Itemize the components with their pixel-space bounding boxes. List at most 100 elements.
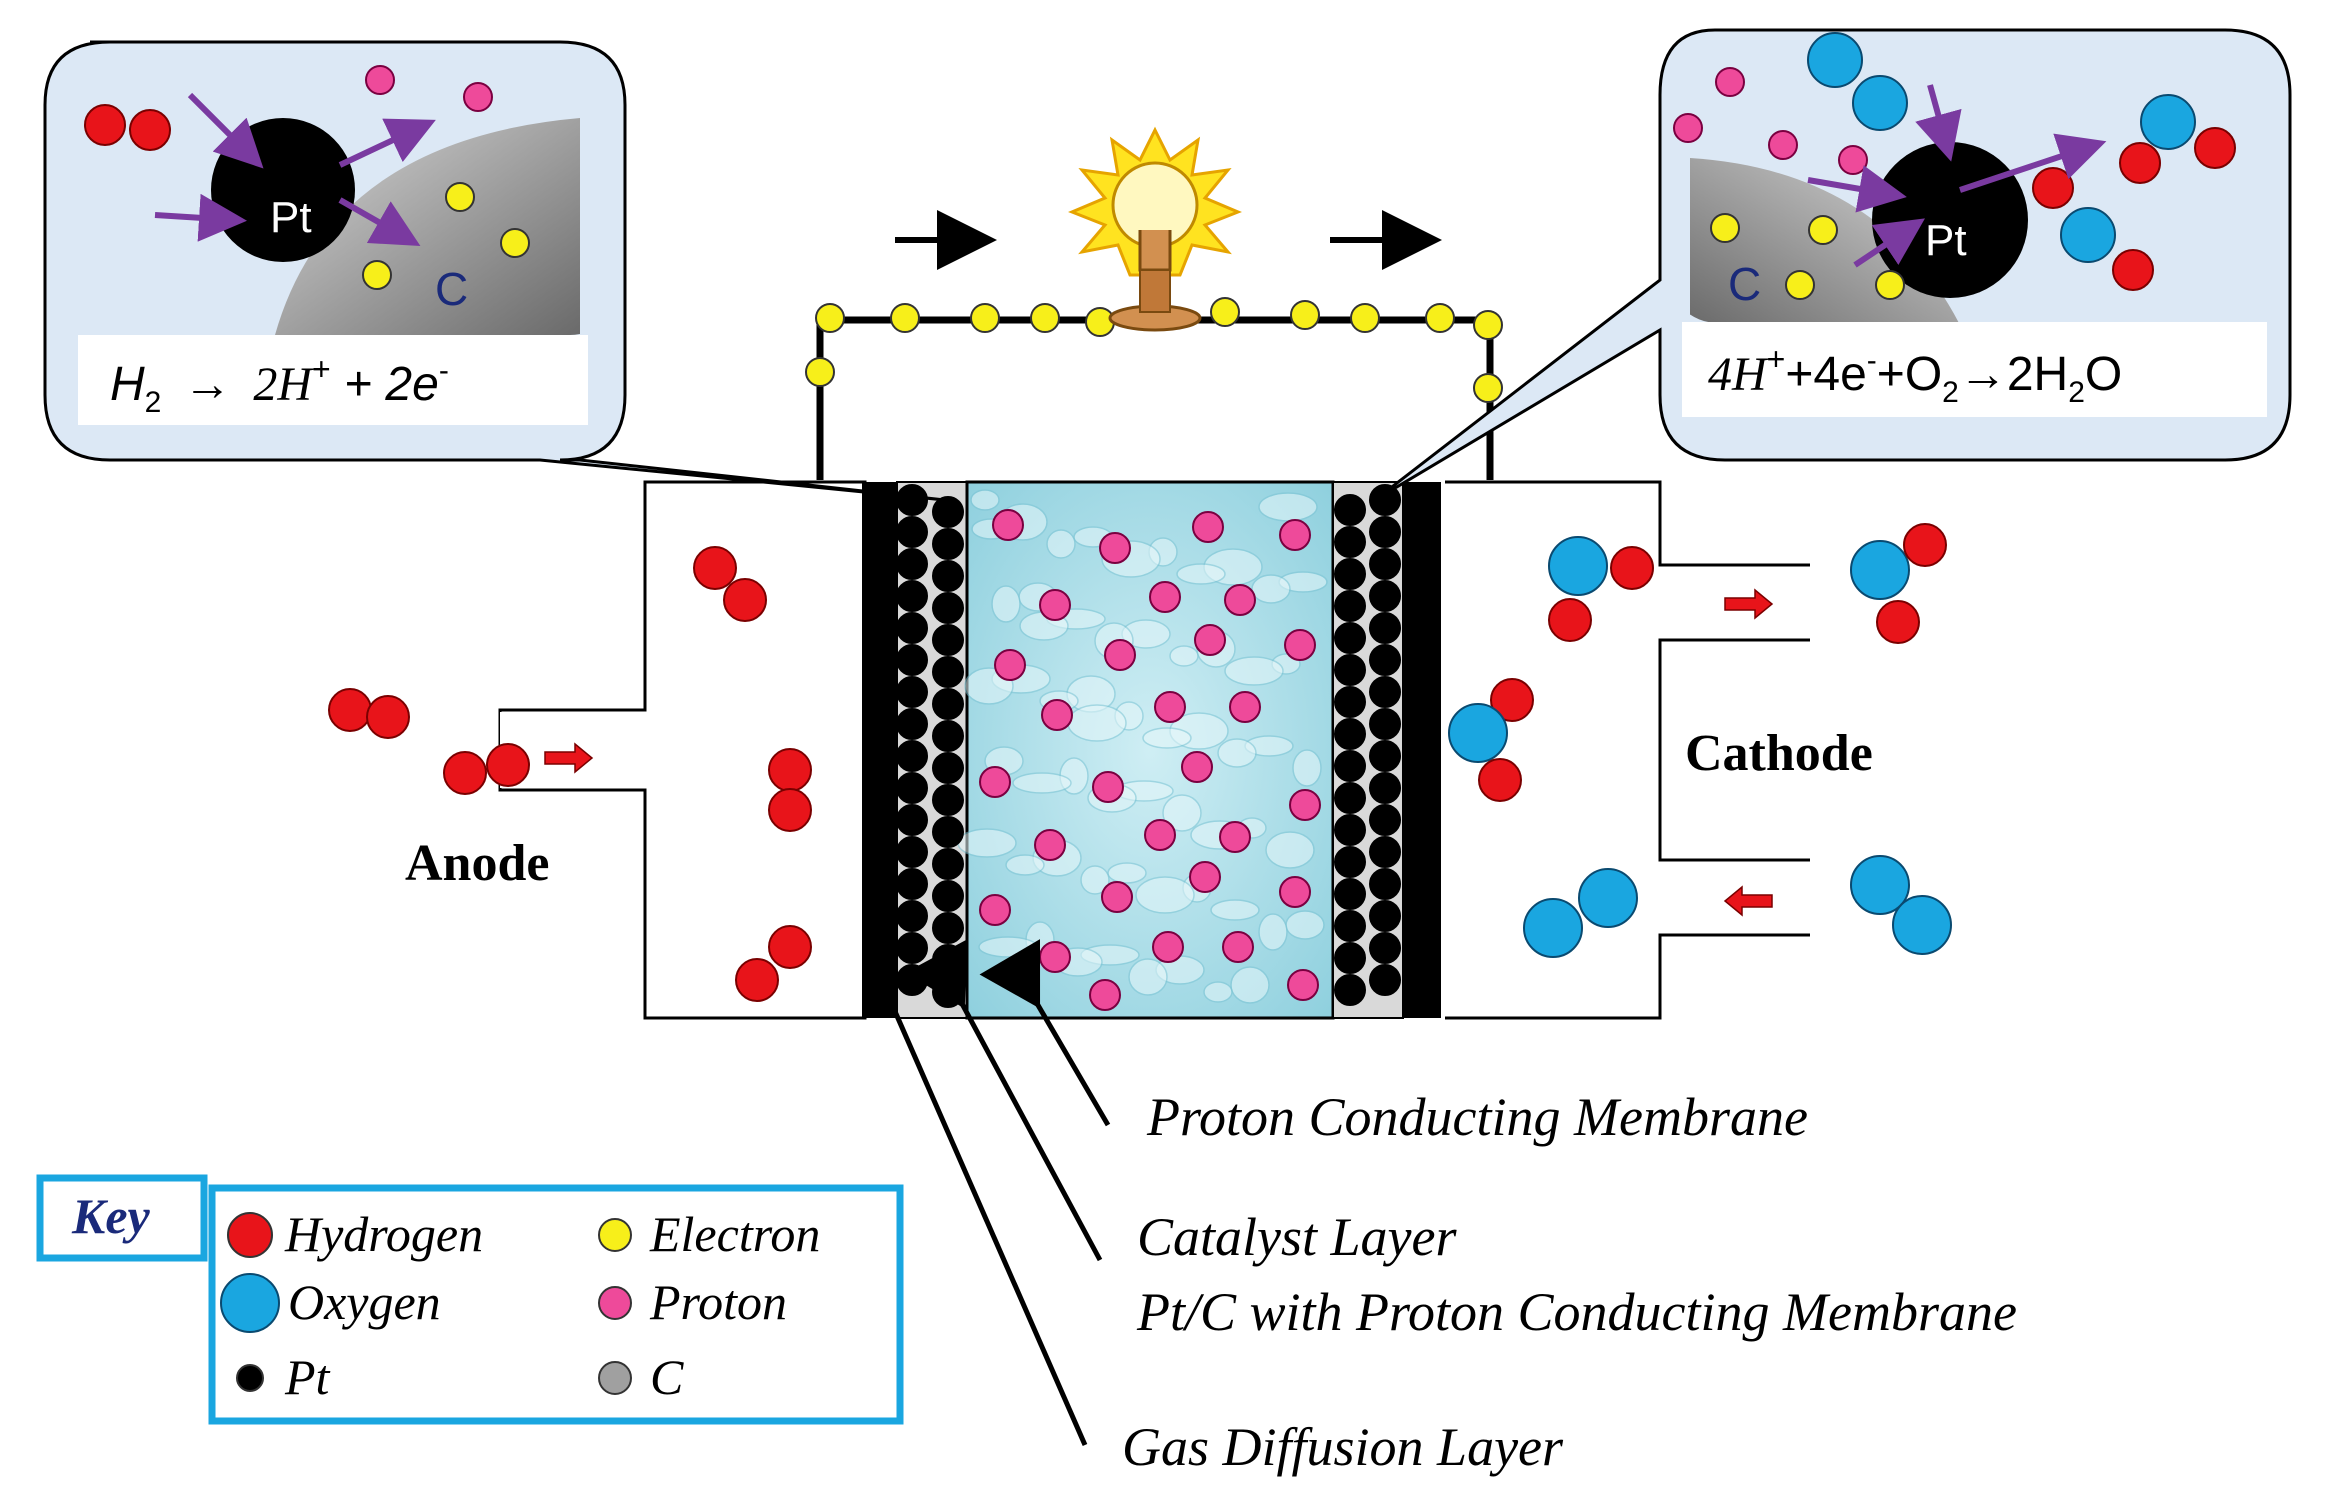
- key-c-icon: [598, 1361, 632, 1395]
- proton: [1181, 751, 1213, 783]
- key-label-proton: Proton: [649, 1274, 787, 1330]
- pt-particle: [1334, 750, 1366, 782]
- hydrogen-atom: [768, 748, 812, 792]
- anode-housing: [498, 480, 867, 1020]
- anode-inlet-arrow-icon: [544, 742, 594, 774]
- key-pt-icon: [236, 1364, 264, 1392]
- anode-reaction-arrows: [154, 92, 436, 246]
- proton: [1039, 589, 1071, 621]
- membrane-bubble: [1067, 704, 1127, 742]
- pt-particle: [896, 804, 928, 836]
- cathode-c-label: C: [1728, 258, 1761, 310]
- proton: [1039, 941, 1071, 973]
- anode-equation: H2→2H+ + 2e-: [110, 351, 449, 419]
- membrane-bubble: [1258, 492, 1318, 522]
- membrane-bubble: [991, 585, 1021, 623]
- electron: [1473, 310, 1503, 340]
- proton: [1279, 876, 1311, 908]
- membrane-bubble: [1285, 910, 1325, 940]
- electron: [1030, 303, 1060, 333]
- layer-pointer-lines: [887, 939, 1111, 1447]
- proton: [1041, 699, 1073, 731]
- pt-particle: [1334, 654, 1366, 686]
- pt-particle: [896, 868, 928, 900]
- oxygen-atom: [1850, 855, 1910, 915]
- membrane-bubble: [978, 936, 1038, 958]
- pt-particle: [1334, 846, 1366, 878]
- pt-particle: [1369, 644, 1401, 676]
- hydrogen-atom: [1548, 598, 1592, 642]
- cathode-gas-diffusion-layer: [1403, 482, 1441, 1018]
- membrane-bubble: [1046, 529, 1076, 559]
- membrane-bubble: [1080, 865, 1110, 895]
- cathode-equation: 4H++4e-+O2→2H2O: [1708, 341, 2122, 409]
- membrane-bubble: [1258, 913, 1288, 951]
- key-label-c: C: [650, 1349, 684, 1405]
- pt-particle: [1334, 526, 1366, 558]
- proton: [1144, 819, 1176, 851]
- proton: [1189, 861, 1221, 893]
- hydrogen-atom: [723, 578, 767, 622]
- key-hydrogen-icon: [227, 1212, 273, 1258]
- pt-particle: [896, 900, 928, 932]
- pt-particle: [896, 516, 928, 548]
- key-label-hydrogen: Hydrogen: [284, 1206, 483, 1262]
- membrane-bubble: [1107, 862, 1147, 884]
- pt-particle: [896, 964, 928, 996]
- proton: [992, 509, 1024, 541]
- cathode-callout: Pt C 4H++4e-+O2→2H2O: [1374, 28, 2292, 502]
- pt-particle: [1369, 804, 1401, 836]
- membrane-bubble: [1217, 738, 1257, 768]
- membrane-label: Proton Conducting Membrane: [1146, 1087, 1808, 1147]
- pt-particle: [896, 484, 928, 516]
- key-oxygen-icon: [220, 1273, 280, 1333]
- proton: [1154, 691, 1186, 723]
- pt-particle: [932, 592, 964, 624]
- anode-pt-particles: [896, 484, 964, 1008]
- pt-particle: [1334, 878, 1366, 910]
- pt-particle: [1369, 516, 1401, 548]
- electron: [815, 303, 845, 333]
- anode-c-label: C: [435, 263, 468, 315]
- pt-particle: [932, 720, 964, 752]
- pt-particle: [1369, 868, 1401, 900]
- cathode-housing: [1445, 480, 1810, 1020]
- proton: [1224, 584, 1256, 616]
- oxygen-atom: [1578, 868, 1638, 928]
- hydrogen-atom: [1903, 523, 1947, 567]
- proton: [1092, 771, 1124, 803]
- membrane-bubble: [1162, 794, 1202, 832]
- hydrogen-atom: [693, 546, 737, 590]
- membrane-bubble: [1176, 563, 1226, 585]
- pt-particle: [1334, 718, 1366, 750]
- gas-molecules: [328, 523, 1952, 1002]
- proton: [979, 894, 1011, 926]
- pt-particle: [1369, 900, 1401, 932]
- fuel-cell-body: [498, 480, 1810, 1020]
- membrane-bubble: [1210, 899, 1260, 921]
- proton: [1229, 691, 1261, 723]
- pt-particle: [932, 656, 964, 688]
- pt-particle: [1334, 590, 1366, 622]
- membrane-bubble: [1230, 966, 1270, 1004]
- pt-particle: [1334, 910, 1366, 942]
- oxygen-atom: [1850, 540, 1910, 600]
- key-proton-icon: [598, 1286, 632, 1320]
- pt-particle: [1334, 494, 1366, 526]
- pt-particle: [896, 708, 928, 740]
- electron: [1290, 300, 1320, 330]
- hydrogen-atom: [1876, 600, 1920, 644]
- proton: [1287, 969, 1319, 1001]
- catalyst-label: Catalyst Layer: [1137, 1207, 1457, 1267]
- key-title-box: [36, 1174, 208, 1262]
- hydrogen-atom: [1610, 546, 1654, 590]
- pt-particle: [896, 932, 928, 964]
- pt-particle: [1369, 772, 1401, 804]
- hydrogen-atom: [768, 788, 812, 832]
- wire-electrons: [805, 297, 1503, 403]
- proton: [994, 649, 1026, 681]
- pt-particle: [1369, 484, 1401, 516]
